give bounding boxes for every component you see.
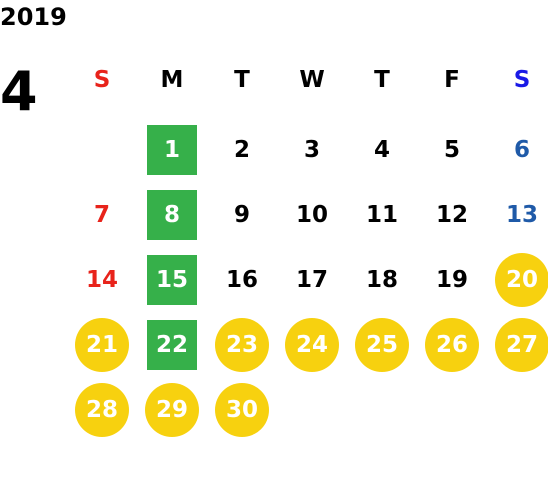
weekday-wed: W	[299, 66, 325, 93]
day-cell[interactable]: 8	[147, 190, 197, 240]
day-cell[interactable]: 3	[303, 136, 320, 163]
day-cell[interactable]: 2	[233, 136, 250, 163]
day-cell[interactable]: 5	[443, 136, 460, 163]
weekday-fri: F	[444, 66, 460, 93]
day-cell[interactable]: 6	[513, 136, 530, 163]
day-cell[interactable]: 27	[495, 318, 548, 372]
day-cell[interactable]: 15	[147, 255, 197, 305]
day-cell[interactable]: 26	[425, 318, 479, 372]
month-label: 4	[0, 60, 38, 123]
weekday-mon: M	[160, 66, 184, 93]
weekday-tue: T	[234, 66, 250, 93]
day-cell[interactable]: 17	[295, 266, 328, 293]
day-cell[interactable]: 24	[285, 318, 339, 372]
day-cell[interactable]: 23	[215, 318, 269, 372]
day-cell[interactable]: 21	[75, 318, 129, 372]
day-cell[interactable]: 30	[215, 383, 269, 437]
day-cell[interactable]: 16	[225, 266, 258, 293]
day-cell[interactable]: 7	[93, 201, 110, 228]
day-cell[interactable]: 9	[233, 201, 250, 228]
day-cell[interactable]: 10	[295, 201, 328, 228]
weekday-sun: S	[93, 66, 111, 93]
day-cell[interactable]: 25	[355, 318, 409, 372]
day-cell[interactable]: 29	[145, 383, 199, 437]
day-cell[interactable]: 28	[75, 383, 129, 437]
day-cell[interactable]: 11	[365, 201, 398, 228]
day-cell[interactable]: 19	[435, 266, 468, 293]
day-cell[interactable]: 13	[505, 201, 538, 228]
day-cell[interactable]: 1	[147, 125, 197, 175]
day-cell[interactable]: 4	[373, 136, 390, 163]
weekday-sat: S	[513, 66, 531, 93]
day-cell[interactable]: 12	[435, 201, 468, 228]
day-cell[interactable]: 20	[495, 253, 548, 307]
day-cell[interactable]: 18	[365, 266, 398, 293]
weekday-thu: T	[374, 66, 390, 93]
day-cell[interactable]: 22	[147, 320, 197, 370]
day-cell[interactable]: 14	[85, 266, 118, 293]
year-label: 2019	[0, 3, 67, 31]
